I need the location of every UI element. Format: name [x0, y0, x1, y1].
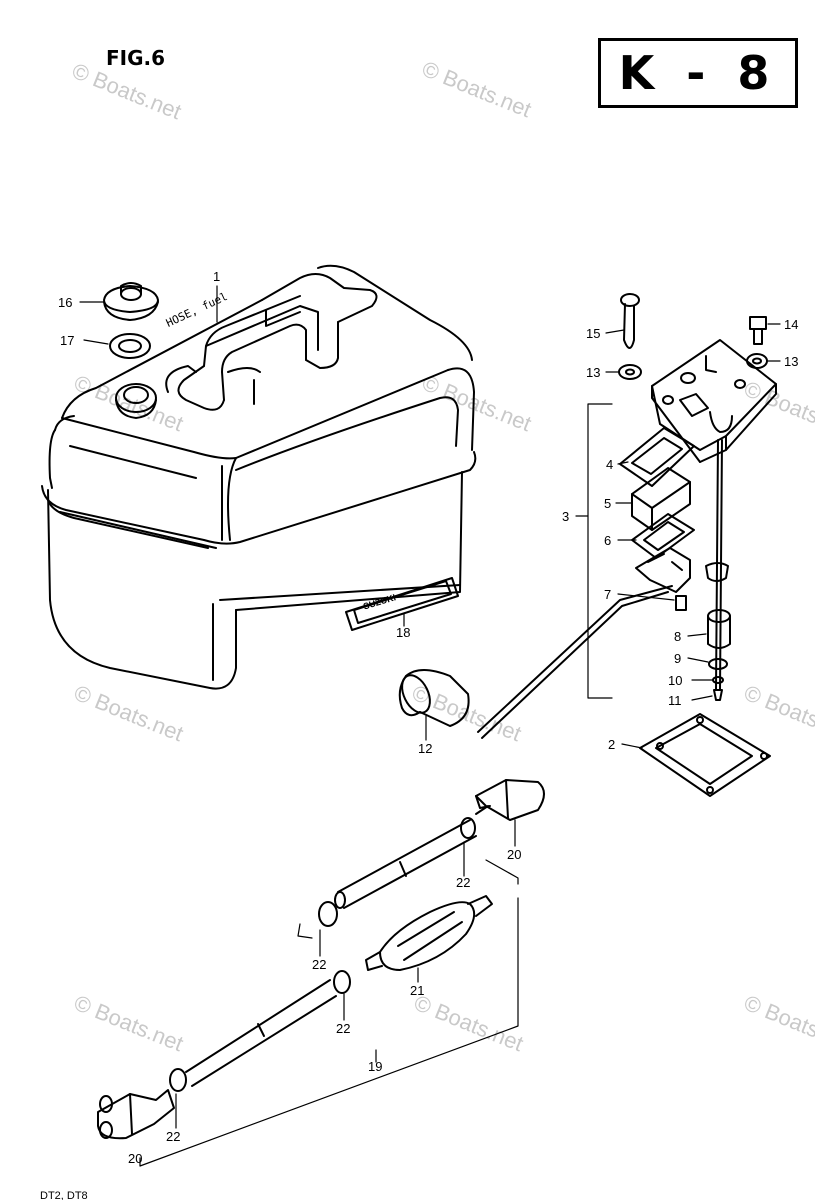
callout-18: 18 [396, 625, 411, 640]
fuel-cap [103, 282, 159, 321]
callout-1: 1 [213, 269, 221, 284]
callout-8: 8 [674, 629, 682, 644]
hose-lower [185, 979, 337, 1087]
connector-20-tank [475, 779, 545, 821]
gasket-4 [619, 427, 695, 487]
callout-3: 3 [562, 509, 570, 524]
screw-15 [620, 293, 640, 349]
callout-22-c: 22 [336, 1021, 351, 1036]
gauge-cover [651, 339, 777, 463]
cap-gasket [109, 333, 151, 359]
callout-21: 21 [410, 983, 425, 998]
callout-13-right: 13 [784, 354, 799, 369]
emblem-plate [345, 577, 459, 631]
gasket-2 [639, 713, 771, 797]
connector-20-engine [97, 1089, 175, 1140]
figure-code: K - 8 [618, 46, 778, 100]
callout-16: 16 [58, 295, 73, 310]
bolt-14 [749, 316, 767, 345]
callout-7: 7 [604, 587, 612, 602]
callout-14: 14 [784, 317, 799, 332]
leader-lines [79, 285, 781, 1167]
callout-12: 12 [418, 741, 433, 756]
callout-22-b: 22 [312, 957, 327, 972]
callout-10: 10 [668, 673, 683, 688]
callout-11: 11 [668, 693, 682, 708]
pin-11 [713, 689, 723, 701]
clamp-22-c [333, 970, 351, 994]
callout-15: 15 [586, 326, 601, 341]
callout-6: 6 [604, 533, 612, 548]
collar-8 [707, 609, 731, 649]
callout-5: 5 [604, 496, 612, 511]
screw-7 [675, 595, 687, 611]
nut-10 [712, 676, 724, 684]
callout-4: 4 [606, 457, 614, 472]
gauge-rod [705, 439, 729, 691]
hose-upper [334, 819, 477, 909]
gauge-mechanism [635, 547, 691, 593]
callout-9: 9 [674, 651, 682, 666]
footer-model-text: DT2, DT8 [40, 1190, 88, 1200]
callout-20-bottom: 20 [128, 1151, 143, 1166]
clamp-22-d [169, 1068, 187, 1092]
gasket-6 [631, 513, 695, 559]
figure-code-box: K - 8 [598, 38, 798, 108]
float-arm [477, 585, 673, 739]
washer-9 [708, 658, 728, 670]
callout-19: 19 [368, 1059, 383, 1074]
callout-17: 17 [60, 333, 75, 348]
washer-13-right [746, 353, 768, 369]
callout-13-left: 13 [586, 365, 601, 380]
callout-22-a: 22 [456, 875, 471, 890]
primer-bulb-21 [365, 895, 493, 971]
washer-13-left [618, 364, 642, 380]
callout-20-top: 20 [507, 847, 522, 862]
figure-title: FIG.6 [106, 46, 166, 70]
clamp-22-a [460, 817, 476, 839]
callout-22-d: 22 [166, 1129, 181, 1144]
float-12 [398, 669, 470, 727]
fuel-tank [41, 264, 477, 690]
callout-2: 2 [608, 737, 616, 752]
clamp-22-b [318, 901, 338, 927]
